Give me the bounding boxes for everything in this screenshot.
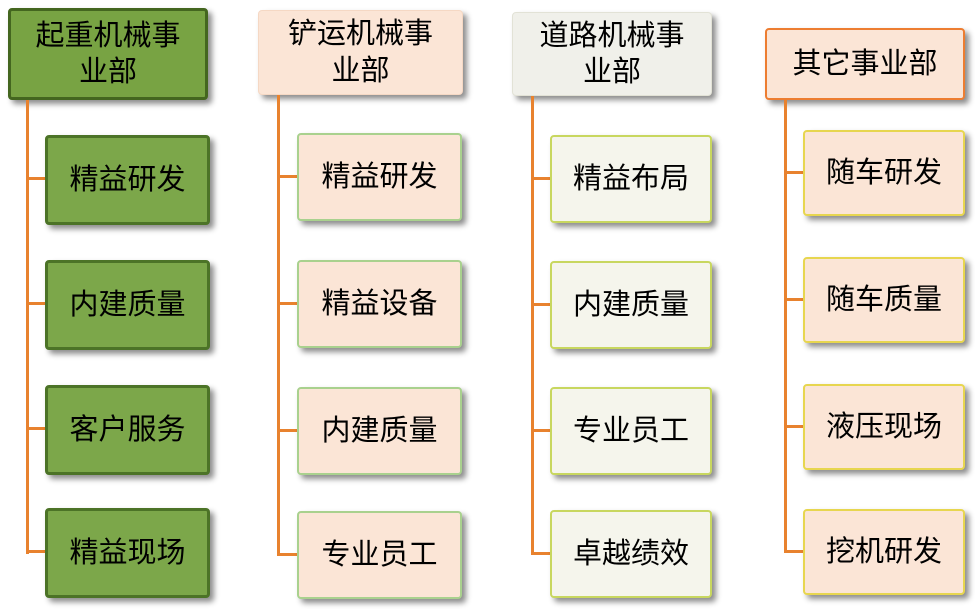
org-node: 内建质量 [45, 260, 210, 350]
org-node: 专业员工 [297, 511, 462, 599]
org-node: 挖机研发 [803, 509, 965, 595]
division-header: 其它事业部 [765, 28, 965, 100]
org-node: 液压现场 [803, 384, 965, 470]
connector-stub [277, 553, 297, 556]
division-header: 铲运机械事业部 [258, 10, 463, 95]
connector-stub [531, 303, 550, 306]
connector-stub [277, 429, 297, 432]
org-node: 随车质量 [803, 257, 965, 343]
column-other-division: 其它事业部 随车研发 随车质量 液压现场 挖机研发 [765, 0, 970, 609]
org-node: 专业员工 [550, 387, 712, 475]
column-road-division: 道路机械事业部 精益布局 内建质量 专业员工 卓越绩效 [512, 0, 717, 609]
connector-vline [784, 100, 787, 553]
connector-vline [531, 96, 534, 555]
connector-vline [277, 95, 280, 556]
org-node: 内建质量 [550, 261, 712, 349]
org-node: 客户服务 [45, 385, 210, 475]
connector-stub [784, 298, 803, 301]
connector-stub [531, 552, 550, 555]
org-node: 卓越绩效 [550, 510, 712, 598]
connector-stub [531, 429, 550, 432]
connector-stub [277, 302, 297, 305]
connector-stub [784, 171, 803, 174]
connector-stub [26, 427, 45, 430]
connector-stub [784, 550, 803, 553]
connector-stub [277, 175, 297, 178]
connector-vline [26, 100, 29, 554]
connector-stub [26, 302, 45, 305]
org-node: 精益设备 [297, 260, 462, 348]
division-header: 道路机械事业部 [512, 12, 712, 96]
column-shoveling-division: 铲运机械事业部 精益研发 精益设备 内建质量 专业员工 [258, 0, 468, 609]
org-node: 精益布局 [550, 135, 712, 223]
column-crane-division: 起重机械事业部 精益研发 内建质量 客户服务 精益现场 [8, 0, 218, 609]
division-header: 起重机械事业部 [8, 8, 208, 100]
connector-stub [26, 177, 45, 180]
org-node: 精益研发 [297, 133, 462, 221]
org-node: 精益现场 [45, 508, 210, 598]
org-node: 精益研发 [45, 135, 210, 225]
org-node: 内建质量 [297, 387, 462, 475]
connector-stub [26, 550, 45, 553]
connector-stub [784, 425, 803, 428]
connector-stub [531, 177, 550, 180]
org-node: 随车研发 [803, 130, 965, 216]
